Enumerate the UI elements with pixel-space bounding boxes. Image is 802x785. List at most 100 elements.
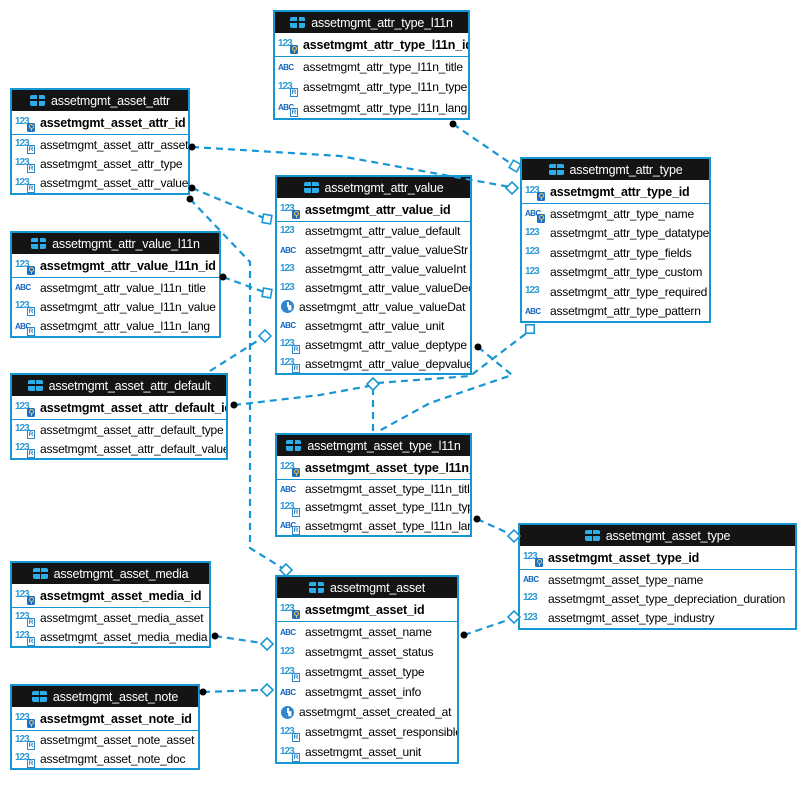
- primary-key-row[interactable]: assetmgmt_asset_attr_default_id: [12, 396, 226, 420]
- field-type-icon: [523, 550, 544, 567]
- field-type-icon: [15, 610, 36, 627]
- table-grid-icon: [584, 530, 600, 541]
- db-table-header[interactable]: assetmgmt_asset_attr: [12, 90, 188, 111]
- field-row[interactable]: assetmgmt_attr_value_l11n_title: [12, 278, 219, 297]
- field-row[interactable]: assetmgmt_attr_value_valueDec: [277, 279, 470, 298]
- db-table-header[interactable]: assetmgmt_asset_note: [12, 686, 198, 707]
- db-table-header[interactable]: assetmgmt_attr_value: [277, 177, 470, 198]
- field-row[interactable]: assetmgmt_attr_type_name: [522, 204, 709, 224]
- field-row[interactable]: assetmgmt_attr_value_default: [277, 222, 470, 241]
- field-row[interactable]: assetmgmt_attr_type_l11n_lang: [275, 98, 468, 118]
- field-row[interactable]: assetmgmt_asset_type_name: [520, 570, 795, 589]
- field-row[interactable]: assetmgmt_attr_value_valueInt: [277, 260, 470, 279]
- field-row[interactable]: assetmgmt_asset_created_at: [277, 702, 457, 722]
- db-table-header[interactable]: assetmgmt_attr_type_l11n: [275, 12, 468, 33]
- primary-key-row[interactable]: assetmgmt_asset_id: [277, 598, 457, 622]
- field-row[interactable]: assetmgmt_asset_note_asset: [12, 731, 198, 750]
- db-table-header[interactable]: assetmgmt_asset_attr_default: [12, 375, 226, 396]
- primary-key-row[interactable]: assetmgmt_attr_type_l11n_id: [275, 33, 468, 57]
- field-row[interactable]: assetmgmt_asset_note_doc: [12, 750, 198, 768]
- field-type-icon: [280, 318, 301, 333]
- field-name: assetmgmt_attr_type_fields: [550, 245, 692, 260]
- field-name: assetmgmt_attr_type_l11n_id: [303, 37, 468, 52]
- relationship-line[interactable]: [209, 337, 263, 372]
- table-title: assetmgmt_asset_attr: [51, 93, 170, 108]
- table-grid-icon: [31, 691, 47, 702]
- field-row[interactable]: assetmgmt_asset_type: [277, 662, 457, 682]
- relationship-line[interactable]: [233, 384, 370, 407]
- db-table-header[interactable]: assetmgmt_attr_value_l11n: [12, 233, 219, 254]
- relationship-line[interactable]: [463, 617, 512, 637]
- field-row[interactable]: assetmgmt_asset_unit: [277, 742, 457, 762]
- relationship-line[interactable]: [476, 517, 511, 536]
- table-assetmgmt_attr_value[interactable]: assetmgmt_attr_value assetmgmt_attr_valu…: [275, 175, 472, 375]
- field-row[interactable]: assetmgmt_attr_value_l11n_lang: [12, 317, 219, 336]
- table-assetmgmt_attr_type_l11n[interactable]: assetmgmt_attr_type_l11n assetmgmt_attr_…: [273, 10, 470, 120]
- field-rows: assetmgmt_asset_note_asset assetmgmt_ass…: [12, 731, 198, 768]
- table-assetmgmt_asset_media[interactable]: assetmgmt_asset_media assetmgmt_asset_me…: [10, 561, 211, 648]
- relationship-line[interactable]: [202, 688, 263, 694]
- relationship-line[interactable]: [452, 123, 514, 166]
- primary-key-row[interactable]: assetmgmt_asset_note_id: [12, 707, 198, 731]
- table-assetmgmt_attr_value_l11n[interactable]: assetmgmt_attr_value_l11n assetmgmt_attr…: [10, 231, 221, 338]
- field-row[interactable]: assetmgmt_asset_type_depreciation_durati…: [520, 589, 795, 608]
- table-assetmgmt_asset_note[interactable]: assetmgmt_asset_note assetmgmt_asset_not…: [10, 684, 200, 770]
- field-row[interactable]: assetmgmt_asset_attr_value: [12, 174, 188, 193]
- field-row[interactable]: assetmgmt_attr_type_required: [522, 282, 709, 302]
- primary-key-row[interactable]: assetmgmt_attr_value_l11n_id: [12, 254, 219, 278]
- field-row[interactable]: assetmgmt_asset_type_l11n_type: [277, 498, 470, 517]
- field-row[interactable]: assetmgmt_asset_type_l11n_lang: [277, 517, 470, 535]
- field-row[interactable]: assetmgmt_attr_value_valueDat: [277, 298, 470, 317]
- primary-key-row[interactable]: assetmgmt_asset_type_l11n_id: [277, 456, 470, 480]
- field-row[interactable]: assetmgmt_asset_type_l11n_title: [277, 480, 470, 498]
- table-assetmgmt_asset[interactable]: assetmgmt_asset assetmgmt_asset_id asset…: [275, 575, 459, 764]
- field-row[interactable]: assetmgmt_asset_attr_default_type: [12, 420, 226, 439]
- field-row[interactable]: assetmgmt_attr_type_l11n_title: [275, 57, 468, 77]
- table-assetmgmt_asset_attr_default[interactable]: assetmgmt_asset_attr_default assetmgmt_a…: [10, 373, 228, 460]
- field-row[interactable]: assetmgmt_asset_attr_default_value: [12, 439, 226, 458]
- primary-key-row[interactable]: assetmgmt_asset_media_id: [12, 584, 209, 608]
- field-type-icon: [15, 711, 36, 728]
- db-table-header[interactable]: assetmgmt_attr_type: [522, 159, 709, 180]
- field-row[interactable]: assetmgmt_attr_type_datatype: [522, 224, 709, 244]
- field-row[interactable]: assetmgmt_asset_name: [277, 622, 457, 642]
- field-row[interactable]: assetmgmt_asset_info: [277, 682, 457, 702]
- field-row[interactable]: assetmgmt_asset_attr_asset: [12, 135, 188, 155]
- field-row[interactable]: assetmgmt_asset_media_media: [12, 627, 209, 646]
- field-type-icon: [15, 156, 36, 174]
- field-row[interactable]: assetmgmt_attr_type_pattern: [522, 302, 709, 322]
- db-table-header[interactable]: assetmgmt_asset_type_l11n: [277, 435, 470, 456]
- field-row[interactable]: assetmgmt_attr_type_fields: [522, 243, 709, 263]
- primary-key-row[interactable]: assetmgmt_asset_attr_id: [12, 111, 188, 135]
- table-assetmgmt_asset_type_l11n[interactable]: assetmgmt_asset_type_l11n assetmgmt_asse…: [275, 433, 472, 537]
- field-row[interactable]: assetmgmt_attr_value_deptype: [277, 335, 470, 355]
- field-row[interactable]: assetmgmt_attr_value_l11n_value: [12, 297, 219, 317]
- field-row[interactable]: assetmgmt_asset_status: [277, 642, 457, 662]
- relationship-endpoint-diamond: [259, 636, 275, 652]
- field-name: assetmgmt_attr_type_name: [550, 206, 694, 221]
- field-row[interactable]: assetmgmt_asset_attr_type: [12, 154, 188, 174]
- relationship-line[interactable]: [191, 186, 265, 220]
- table-assetmgmt_attr_type[interactable]: assetmgmt_attr_type assetmgmt_attr_type_…: [520, 157, 711, 323]
- field-row[interactable]: assetmgmt_attr_type_l11n_type: [275, 77, 468, 97]
- relationship-line[interactable]: [222, 275, 265, 294]
- primary-key-row[interactable]: assetmgmt_attr_type_id: [522, 180, 709, 204]
- field-row[interactable]: assetmgmt_attr_value_unit: [277, 316, 470, 335]
- field-row[interactable]: assetmgmt_attr_value_valueStr: [277, 241, 470, 260]
- table-assetmgmt_asset_attr[interactable]: assetmgmt_asset_attr assetmgmt_asset_att…: [10, 88, 190, 195]
- db-table-header[interactable]: assetmgmt_asset_media: [12, 563, 209, 584]
- db-table-header[interactable]: assetmgmt_asset: [277, 577, 457, 598]
- field-row[interactable]: assetmgmt_attr_type_custom: [522, 263, 709, 283]
- field-type-icon: [525, 206, 546, 224]
- field-row[interactable]: assetmgmt_asset_type_industry: [520, 609, 795, 628]
- field-row[interactable]: assetmgmt_attr_value_depvalue: [277, 354, 470, 373]
- field-row[interactable]: assetmgmt_asset_media_asset: [12, 608, 209, 627]
- relationship-line[interactable]: [214, 634, 263, 645]
- field-name: assetmgmt_attr_value_unit: [305, 318, 445, 333]
- db-table-header[interactable]: assetmgmt_asset_type: [520, 525, 795, 546]
- primary-key-row[interactable]: assetmgmt_attr_value_id: [277, 198, 470, 222]
- primary-key-row[interactable]: assetmgmt_asset_type_id: [520, 546, 795, 570]
- table-assetmgmt_asset_type[interactable]: assetmgmt_asset_type assetmgmt_asset_typ…: [518, 523, 797, 630]
- field-row[interactable]: assetmgmt_asset_responsible: [277, 722, 457, 742]
- field-type-icon: [280, 299, 295, 314]
